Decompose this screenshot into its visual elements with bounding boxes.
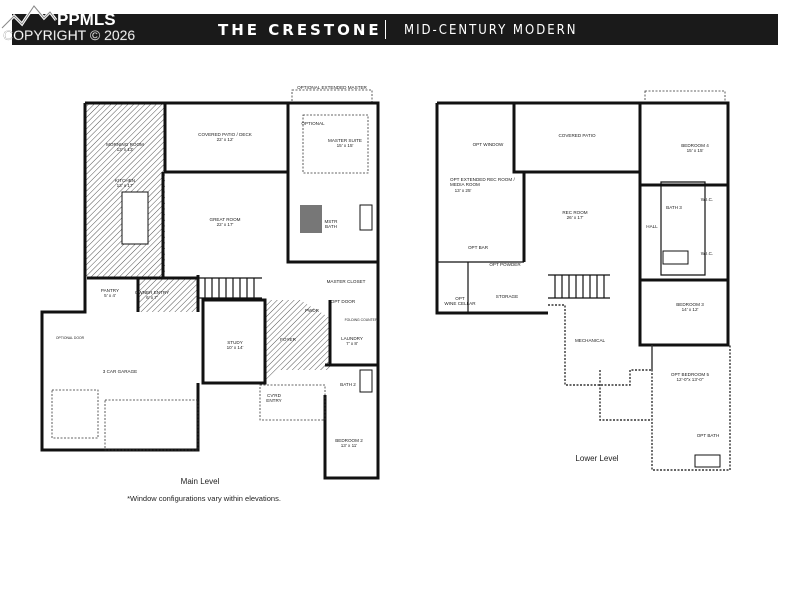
label-rec-room-size: 26' x 17' <box>567 215 584 220</box>
label-great-room-size: 22' x 17' <box>217 222 234 227</box>
label-laundry-size: 7' x 8' <box>346 341 358 346</box>
label-bedroom4: BEDROOM 4 <box>681 143 709 148</box>
label-opt-wine: OPT <box>455 296 465 301</box>
label-opt-bedroom5-size: 12'-0"x 13'-0" <box>677 377 704 382</box>
label-study: STUDY <box>227 340 243 345</box>
label-covered-entry-2: ENTRY <box>266 398 282 403</box>
label-bath2: BATH 2 <box>340 382 356 387</box>
label-opt-door: OPT DOOR <box>331 299 356 304</box>
main-level-labels: OPTIONAL EXTENDED MASTER MORNING ROOM 13… <box>56 85 378 503</box>
plan-subtitle: MID-CENTURY MODERN <box>404 23 578 38</box>
label-opt-window: OPT WINDOW <box>473 142 504 147</box>
label-pantry-size: 5' x 4' <box>104 293 116 298</box>
foyer-hatch <box>265 300 330 380</box>
label-kitchen: KITCHEN <box>115 178 135 183</box>
label-opt-bedroom5: OPT BEDROOM 5 <box>671 372 710 377</box>
optional-area-outline <box>302 114 369 174</box>
label-bath3: BATH 3 <box>666 205 682 210</box>
label-master-suite-size: 15' x 15' <box>337 143 354 148</box>
title-divider <box>385 20 386 39</box>
label-wic-1: W.I.C. <box>701 197 714 202</box>
label-mstr-bath-2: BATH <box>325 224 337 229</box>
bathtub-icon <box>359 204 373 231</box>
label-storage: STORAGE <box>496 294 518 299</box>
label-opt-powder: OPT POWDER <box>489 262 521 267</box>
label-foyer: FOYER <box>280 337 297 342</box>
kitchen-island <box>121 191 149 245</box>
label-bedroom2: BEDROOM 2 <box>335 438 363 443</box>
label-owner-entry-size: 6' x 7' <box>146 295 158 300</box>
main-level-caption: Main Level <box>181 477 220 486</box>
label-covered-patio-size: 22' x 12' <box>217 137 234 142</box>
label-pwdr: PWDR <box>305 308 320 313</box>
logo-text: PPMLS <box>57 10 116 29</box>
lower-level-caption: Lower Level <box>575 454 618 463</box>
lower-level-labels: OPT WINDOW COVERED PATIO BEDROOM 4 15' x… <box>444 133 719 463</box>
label-master-suite: MASTER SUITE <box>328 138 362 143</box>
label-hall: HALL <box>646 224 658 229</box>
label-optional-door: OPTIONAL DOOR <box>56 336 85 340</box>
copyright-text: COPYRIGHT © 2026 <box>3 27 136 43</box>
covered-entry-outline <box>259 384 326 421</box>
optional-extended-master-outline <box>291 89 373 104</box>
label-opt-bar: OPT BAR <box>468 245 489 250</box>
label-morning-room: MORNING ROOM <box>106 142 144 147</box>
label-laundry: LAUNDRY <box>341 336 363 341</box>
label-opt-bath: OPT BATH <box>697 433 720 438</box>
label-opt-rec-size: 13' x 25' <box>455 188 472 193</box>
plan-title: THE CRESTONE <box>218 21 382 39</box>
label-rec-room: REC ROOM <box>562 210 587 215</box>
opt-bath-tub-icon <box>694 454 721 468</box>
bath2-tub-icon <box>359 369 373 393</box>
shower-icon <box>300 205 322 233</box>
label-covered-patio: COVERED PATIO / DECK <box>198 132 253 137</box>
label-optional: OPTIONAL <box>301 121 325 126</box>
label-mechanical: MECHANICAL <box>575 338 606 343</box>
label-covered-entry: CV'RD <box>267 393 282 398</box>
owner-entry-hatch <box>138 278 198 312</box>
label-bedroom4-size: 15' x 15' <box>687 148 704 153</box>
main-level-plan <box>40 89 380 480</box>
garage-door-1 <box>51 389 99 439</box>
label-kitchen-size: 13' x 17' <box>117 183 134 188</box>
ppmls-mountain-logo <box>0 3 58 30</box>
garage-door-2 <box>104 399 199 451</box>
window-note: *Window configurations vary within eleva… <box>127 494 281 503</box>
label-garage: 3 CAR GARAGE <box>103 369 137 374</box>
label-morning-room-size: 13' x 13' <box>117 147 134 152</box>
label-study-size: 10' x 14' <box>227 345 244 350</box>
label-owner-entry: OWNER ENTRY <box>135 290 169 295</box>
label-great-room: GREAT ROOM <box>210 217 241 222</box>
title-banner <box>12 14 778 45</box>
label-optional-extended-master: OPTIONAL EXTENDED MASTER <box>297 85 367 90</box>
kitchen-hatch <box>85 103 165 278</box>
label-media-room: MEDIA ROOM <box>450 182 480 187</box>
bedroom4-bump-outline <box>644 90 726 104</box>
label-pantry: PANTRY <box>101 288 119 293</box>
label-bedroom2-size: 13' x 11' <box>341 443 358 448</box>
label-folding-counter: FOLDING COUNTER <box>345 318 378 322</box>
bath3-tub-icon <box>662 250 689 265</box>
label-wine-cellar: WINE CELLAR <box>444 301 476 306</box>
label-opt-rec-room: OPT EXTENDED REC ROOM / <box>450 177 515 182</box>
label-bedroom3: BEDROOM 3 <box>676 302 704 307</box>
label-bedroom3-size: 14' x 12' <box>682 307 699 312</box>
label-mstr-bath: MSTR <box>324 219 338 224</box>
label-lower-covered-patio: COVERED PATIO <box>558 133 596 138</box>
label-wic-2: W.I.C. <box>701 251 714 256</box>
label-master-closet: MASTER CLOSET <box>327 279 366 284</box>
lower-level-plan <box>435 90 731 471</box>
